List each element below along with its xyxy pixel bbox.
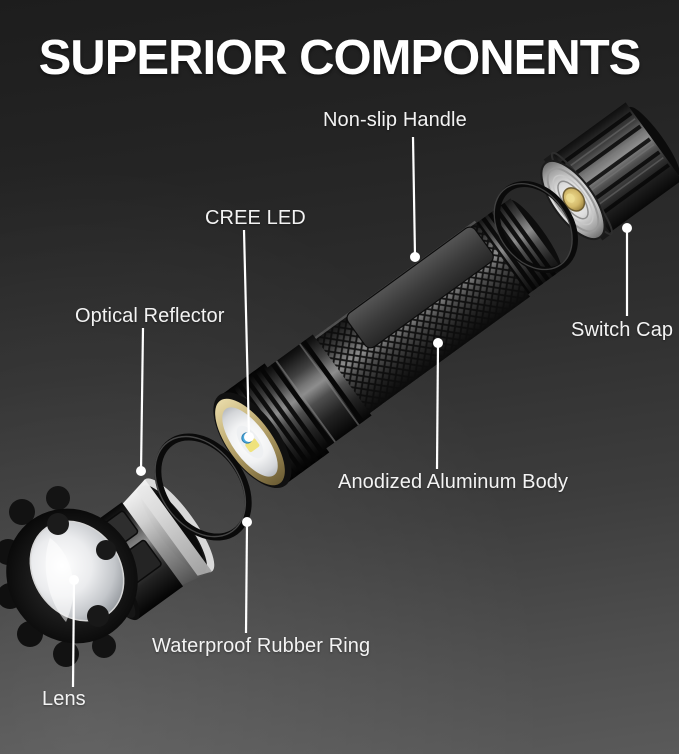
callout-line-anodized-body <box>435 342 440 470</box>
label-switch-cap: Switch Cap <box>571 319 674 341</box>
switch-cap-part <box>540 102 679 241</box>
callout-line-non-slip-handle <box>411 136 417 257</box>
callout-dot-anodized-body <box>433 338 443 348</box>
flashlight-body <box>213 198 563 489</box>
callout-dot-switch-cap <box>622 223 632 233</box>
label-lens: Lens <box>42 688 86 710</box>
lens-highlight <box>45 538 74 622</box>
label-non-slip-handle: Non-slip Handle <box>323 109 467 131</box>
callout-dot-lens <box>69 575 79 585</box>
callout-line-waterproof-ring <box>244 522 249 634</box>
callout-dot-cree-led <box>244 432 254 442</box>
callout-dots <box>69 223 632 585</box>
label-optical-reflector: Optical Reflector <box>75 305 225 327</box>
label-anodized-aluminum-body: Anodized Aluminum Body <box>338 471 569 493</box>
label-cree-led: CREE LED <box>205 207 306 229</box>
callout-dot-non-slip-handle <box>410 252 420 262</box>
callout-lines <box>71 136 629 688</box>
page-title: SUPERIOR COMPONENTS <box>38 31 642 85</box>
waterproof-rubber-ring <box>154 433 252 541</box>
body-panel <box>346 226 494 349</box>
callout-line-optical-reflector <box>139 327 145 472</box>
label-waterproof-rubber-ring: Waterproof Rubber Ring <box>152 635 371 657</box>
callout-dot-waterproof-ring <box>242 517 252 527</box>
callout-line-cree-led <box>242 229 251 437</box>
tail-o-ring <box>493 181 578 273</box>
switch-cap-face <box>540 159 606 241</box>
callout-dot-optical-reflector <box>136 466 146 476</box>
callout-line-lens <box>71 580 76 688</box>
